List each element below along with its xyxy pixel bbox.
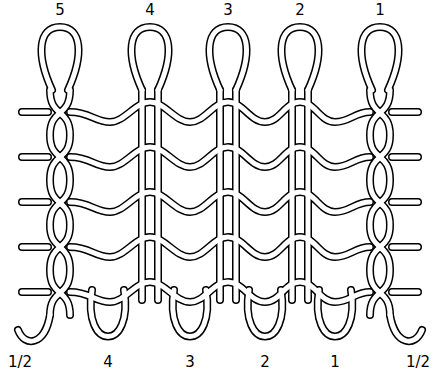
stitch-number: 4: [103, 354, 113, 371]
yarn-fill: [18, 27, 422, 341]
stitch-number: 3: [223, 2, 233, 19]
stitch-number: 1: [330, 354, 340, 371]
yarn-outline: [18, 27, 422, 341]
stitch-number: 2: [260, 354, 270, 371]
stitch-number: 1: [375, 2, 385, 19]
stitch-number: 2: [295, 2, 305, 19]
stitch-number: 5: [55, 2, 65, 19]
stitch-number: 3: [185, 354, 195, 371]
stitch-number: 1/2: [8, 354, 32, 371]
stitch-number: 1/2: [406, 354, 430, 371]
stitch-number: 4: [145, 2, 155, 19]
